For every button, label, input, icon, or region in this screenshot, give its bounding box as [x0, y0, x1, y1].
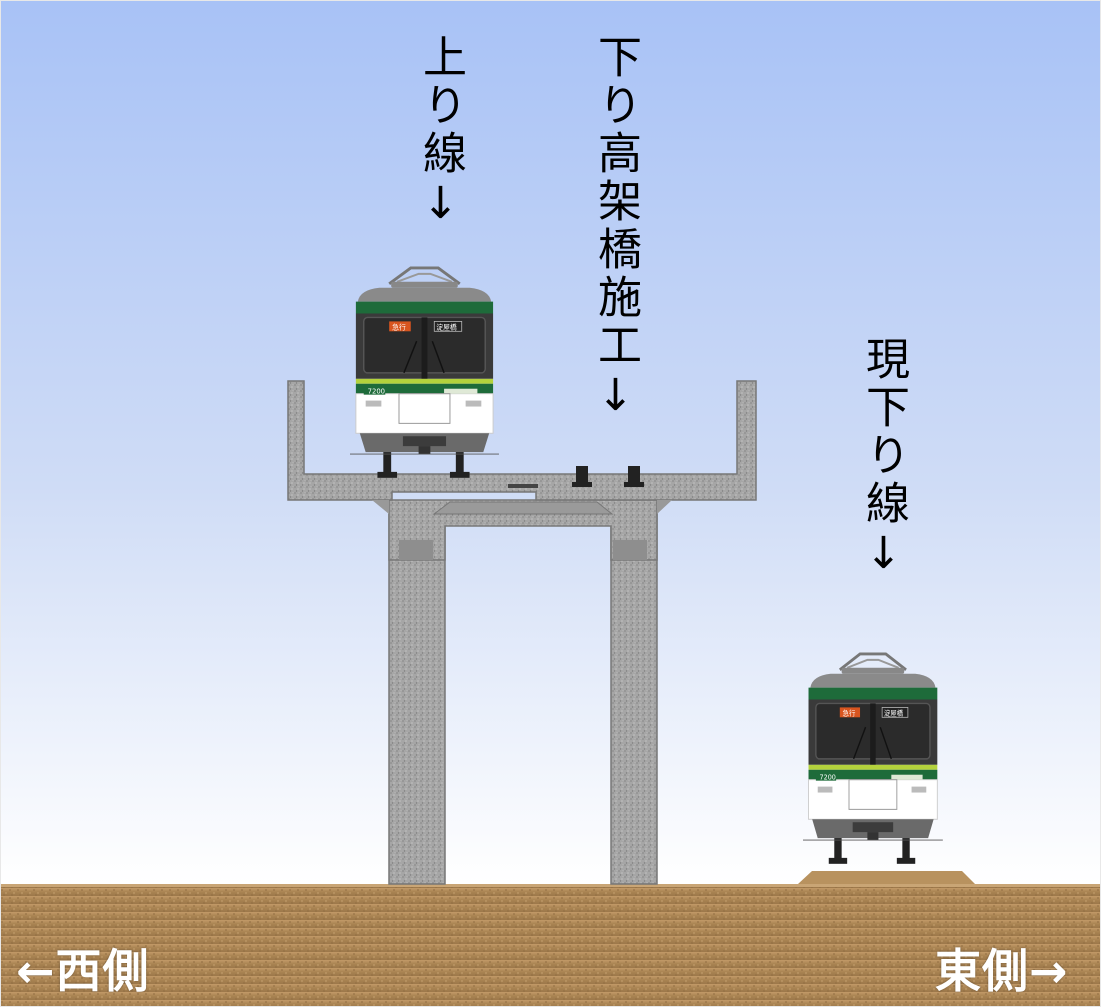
train-type-sign-down: 急行	[843, 708, 856, 717]
rail	[628, 466, 640, 484]
west-direction-label: ←西側	[16, 944, 150, 998]
embankment	[798, 871, 975, 884]
train-number-up: 7200	[368, 388, 385, 396]
east-direction-label: 東側→	[935, 944, 1069, 998]
up-line-label: 上り線↓	[415, 34, 466, 233]
train-current-down-line: 7200 急行 淀屋橋	[801, 652, 945, 866]
train-number-down: 7200	[820, 773, 836, 781]
train-type-sign-up: 急行	[392, 322, 406, 331]
rail	[576, 466, 588, 484]
train-destination-up: 淀屋橋	[436, 322, 457, 331]
viaduct-pier-right	[610, 513, 658, 885]
current-down-line-label: 現下り線↓	[858, 336, 909, 583]
train-up-line: 7200 急行 淀屋橋	[348, 266, 501, 480]
down-viaduct-construction-label: 下り高架橋施工↓	[590, 34, 641, 425]
train-destination-down: 淀屋橋	[884, 708, 904, 717]
viaduct	[287, 380, 757, 885]
viaduct-pier-left	[388, 513, 446, 885]
ground	[0, 884, 1101, 1007]
